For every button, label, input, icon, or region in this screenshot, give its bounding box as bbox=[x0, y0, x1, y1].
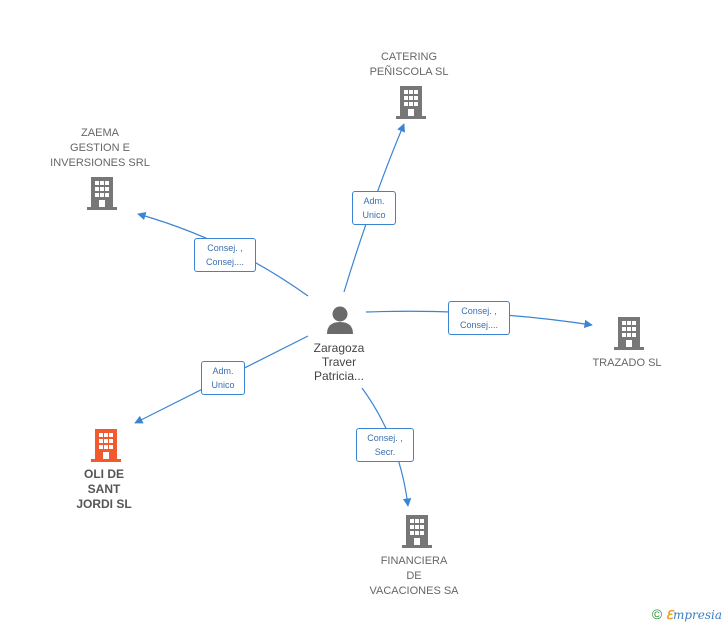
company-label-oli[interactable]: OLI DE SANT JORDI SL bbox=[76, 467, 132, 511]
building-icon-highlight bbox=[91, 429, 121, 462]
company-label-trazado[interactable]: TRAZADO SL bbox=[592, 357, 662, 369]
relation-box-zaema[interactable]: Consej. , Consej.... bbox=[194, 238, 256, 272]
relation-line: Consej. , bbox=[461, 306, 497, 316]
building-icon bbox=[402, 515, 432, 548]
brand-logo: ℇmpresia bbox=[665, 608, 722, 622]
building-icon bbox=[614, 317, 644, 350]
relation-box-financiera[interactable]: Consej. , Secr. bbox=[356, 428, 414, 462]
company-label-zaema[interactable]: ZAEMA GESTION E INVERSIONES SRL bbox=[50, 127, 150, 169]
building-icon bbox=[87, 177, 117, 210]
relation-line: Secr. bbox=[374, 447, 396, 457]
company-label-financiera[interactable]: FINANCIERA DE VACACIONES SA bbox=[369, 555, 459, 597]
relation-line: Consej.... bbox=[459, 320, 499, 330]
relation-line: Adm. bbox=[363, 196, 385, 206]
copyright-icon: © bbox=[651, 606, 663, 622]
relation-line: Consej. , bbox=[367, 433, 403, 443]
footer-brand: © ℇmpresia bbox=[652, 606, 722, 622]
company-label-catering[interactable]: CATERING PEÑISCOLA SL bbox=[369, 51, 449, 78]
relation-box-catering[interactable]: Adm. Unico bbox=[352, 191, 396, 225]
person-icon bbox=[327, 306, 353, 334]
building-icon bbox=[396, 86, 426, 119]
relation-line: Unico bbox=[211, 380, 235, 390]
relation-line: Consej. , bbox=[207, 243, 243, 253]
relation-box-trazado[interactable]: Consej. , Consej.... bbox=[448, 301, 510, 335]
relation-box-oli[interactable]: Adm. Unico bbox=[201, 361, 245, 395]
relation-line: Unico bbox=[362, 210, 386, 220]
person-label[interactable]: Zaragoza Traver Patricia... bbox=[313, 341, 365, 383]
relation-line: Adm. bbox=[212, 366, 234, 376]
relation-line: Consej.... bbox=[205, 257, 245, 267]
